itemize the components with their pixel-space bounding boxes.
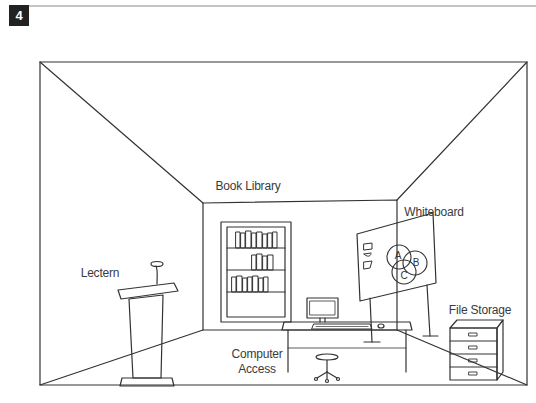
venn-circle: C <box>391 259 417 285</box>
callout-number-box: 4 <box>9 5 29 26</box>
venn-circle: A <box>386 244 412 270</box>
venn-letter: B <box>413 257 420 268</box>
callout-number: 4 <box>15 8 22 23</box>
venn-letter: A <box>395 250 402 261</box>
room-label: Whiteboard <box>394 205 474 220</box>
room-label: Computer Access <box>226 347 288 377</box>
room-label: Book Library <box>203 179 293 194</box>
venn-letter: C <box>400 270 407 281</box>
room-label: File Storage <box>440 303 520 318</box>
room-label: Lectern <box>65 266 135 281</box>
